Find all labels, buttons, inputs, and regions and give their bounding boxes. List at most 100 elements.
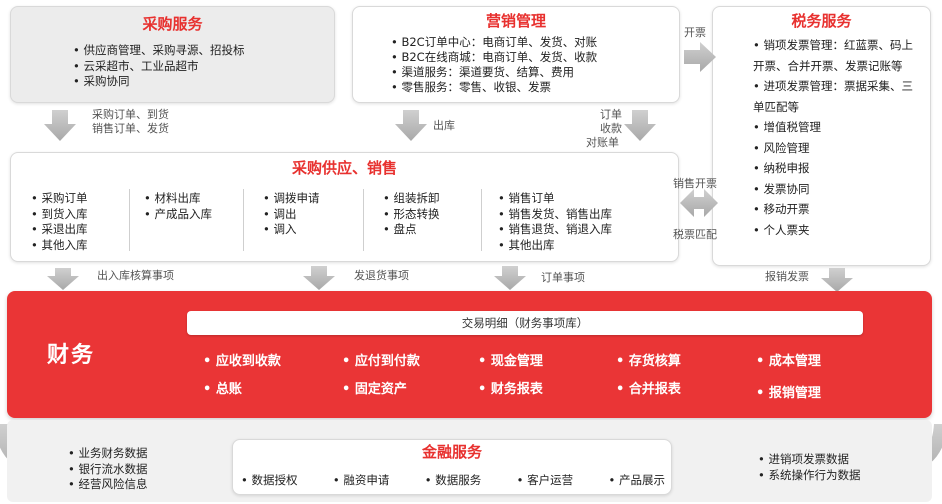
financial-services-box: 金融服务 • 数据授权 • 融资申请 • 数据服务 • 客户运营 • 产品展示 [232,439,672,495]
supply-col-5: 销售订单 销售发货、销售出库 销售退货、销退入库 其他出库 [498,191,612,253]
marketing-item: 零售服务：零售、收银、发票 [391,80,597,95]
flow-label: 税票匹配 [673,228,717,241]
finance-module: • 应付到付款 [342,354,420,369]
flow-label: 订单 收款 [588,108,622,136]
finance-module-label: 存货核算 [628,354,681,369]
flow-label: 报销发票 [765,270,809,283]
down-arrow-icon [624,110,656,141]
marketing-item: B2C订单中心：电商订单、发货、对账 [391,35,597,50]
procurement-services-box: 采购服务 供应商管理、采购寻源、招投标 云采超市、工业品超市 采购协同 [10,6,335,103]
marketing-item: 渠道服务：渠道要货、结算、费用 [391,65,597,80]
finance-module-label: 应收到收款 [215,354,281,369]
finance-module-label: 报销管理 [768,386,821,401]
tax-item: 发票协同 [753,179,913,200]
marketing-management-box: 营销管理 B2C订单中心：电商订单、发货、对账 B2C在线商城：电商订单、发货、… [352,6,680,103]
finance-module-label: 现金管理 [490,354,543,369]
finance-module: • 总账 [203,382,242,397]
right-data-list: 进销项发票数据 系统操作行为数据 [758,452,860,483]
supply-item: 采购订单 [31,191,87,207]
left-data-item: 银行流水数据 [68,462,147,478]
finance-module-label: 应付到付款 [354,354,420,369]
tax-services-box: 税务服务 销项发票管理：红蓝票、码上开票、合并开票、发票记账等 进项发票管理：票… [712,6,931,266]
tax-services-list: 销项发票管理：红蓝票、码上开票、合并开票、发票记账等 进项发票管理：票据采集、三… [753,35,913,240]
divider [481,189,482,251]
supply-item: 调出 [263,207,319,223]
tax-item: 增值税管理 [753,117,913,138]
supply-item: 其他入库 [31,238,87,254]
tax-item: 纳税申报 [753,158,913,179]
fintech-item-label: 数据服务 [435,473,482,487]
supply-col-4: 组装拆卸 形态转换 盘点 [383,191,439,238]
finance-module-label: 合并报表 [628,382,681,397]
supply-item: 材料出库 [144,191,212,207]
finance-module: • 报销管理 [756,386,821,401]
left-data-item: 经营风险信息 [68,477,147,493]
flow-label: 出入库核算事项 [97,269,174,282]
supply-item: 产成品入库 [144,207,212,223]
supply-col-2: 材料出库 产成品入库 [144,191,212,222]
fintech-item-label: 数据授权 [251,473,298,487]
finance-module: • 合并报表 [616,382,681,397]
down-arrow-icon [47,268,79,290]
procurement-item: 云采超市、工业品超市 [73,59,244,75]
flow-label: 销售开票 [673,177,717,190]
fintech-item: • 客户运营 [516,473,574,487]
flow-label-line: 收款 [600,122,622,135]
flow-label-line: 销售订单、发货 [92,122,169,135]
marketing-management-list: B2C订单中心：电商订单、发货、对账 B2C在线商城：电商订单、发货、收款 渠道… [391,35,597,95]
tax-item: 移动开票 [753,199,913,220]
supply-sales-box: 采购供应、销售 采购订单 到货入库 采退出库 其他入库 材料出库 产成品入库 调… [10,152,679,262]
right-data-item: 系统操作行为数据 [758,468,860,484]
supply-col-3: 调拨申请 调出 调入 [263,191,319,238]
flow-label: 出库 [433,119,455,132]
right-arrow-icon [684,42,716,72]
supply-sales-title: 采购供应、销售 [291,159,397,177]
procurement-services-title: 采购服务 [142,15,203,33]
financial-services-items: • 数据授权 • 融资申请 • 数据服务 • 客户运营 • 产品展示 [241,472,665,488]
down-arrow-icon [395,110,427,141]
marketing-item: B2C在线商城：电商订单、发货、收款 [391,50,597,65]
finance-module-label: 固定资产 [354,382,407,397]
divider [363,189,364,251]
down-arrow-icon [303,266,335,290]
supply-item: 到货入库 [31,207,87,223]
marketing-management-title: 营销管理 [485,12,546,30]
flow-label: 对账单 [586,136,619,149]
procurement-services-list: 供应商管理、采购寻源、招投标 云采超市、工业品超市 采购协同 [73,43,244,90]
finance-band: 财务 交易明细（财务事项库） • 应收到收款 • 应付到付款 • 现金管理 • … [7,291,932,418]
fintech-item-label: 融资申请 [343,473,390,487]
right-data-item: 进销项发票数据 [758,452,860,468]
flow-label: 订单事项 [541,271,585,284]
fintech-item-label: 客户运营 [527,473,574,487]
supply-item: 组装拆卸 [383,191,439,207]
tax-item: 个人票夹 [753,220,913,241]
financial-services-title: 金融服务 [421,443,482,461]
supply-item: 其他出库 [498,238,612,254]
double-arrow-icon [680,189,718,217]
fintech-item: • 数据服务 [424,473,482,487]
supply-item: 销售退货、销退入库 [498,222,612,238]
supply-item: 盘点 [383,222,439,238]
finance-module: • 固定资产 [342,382,407,397]
procurement-item: 采购协同 [73,74,244,90]
fintech-item: • 数据授权 [241,473,298,487]
procurement-item: 供应商管理、采购寻源、招投标 [73,43,244,59]
finance-module-label: 成本管理 [768,354,821,369]
flow-label-line: 订单 [600,108,622,121]
finance-module: • 现金管理 [478,354,543,369]
supply-item: 形态转换 [383,207,439,223]
finance-module: • 应收到收款 [203,354,281,369]
tax-item: 风险管理 [753,138,913,159]
fintech-item: • 产品展示 [608,473,665,487]
divider [243,189,244,251]
supply-item: 采退出库 [31,222,87,238]
down-arrow-icon [44,110,76,141]
finance-module: • 存货核算 [616,354,681,369]
down-arrow-icon [821,268,853,292]
supply-item: 调入 [263,222,319,238]
left-data-item: 业务财务数据 [68,446,147,462]
supply-item: 销售订单 [498,191,612,207]
finance-module-label: 财务报表 [490,382,543,397]
fintech-item-label: 产品展示 [618,473,665,487]
supply-item: 销售发货、销售出库 [498,207,612,223]
